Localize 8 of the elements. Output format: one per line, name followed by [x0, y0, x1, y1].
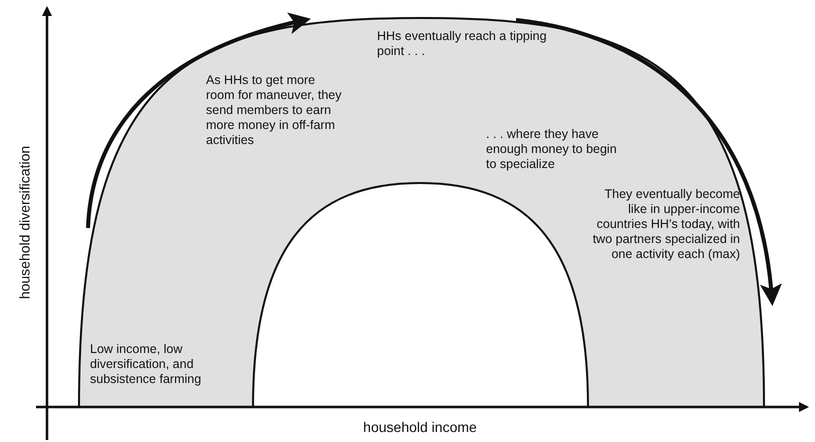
arch-band: [78, 17, 765, 407]
stage-text: Low income, low diversification, and subsistence farming: [90, 342, 202, 387]
axis-title: household diversification: [18, 144, 32, 302]
stage-text: They eventually become like in upper-income countries HH’s today, with two partners specialized in one activity each (max): [592, 187, 740, 262]
stage-text: As HHs to get more room for maneuver, they send members to earn more money in off-farm activities: [206, 73, 342, 148]
stage-text: . . . where they have enough money to begin to specialize: [486, 127, 618, 172]
stage-text: HHs eventually reach a tipping point . . .: [377, 29, 547, 59]
axis-title: household income: [362, 420, 478, 435]
